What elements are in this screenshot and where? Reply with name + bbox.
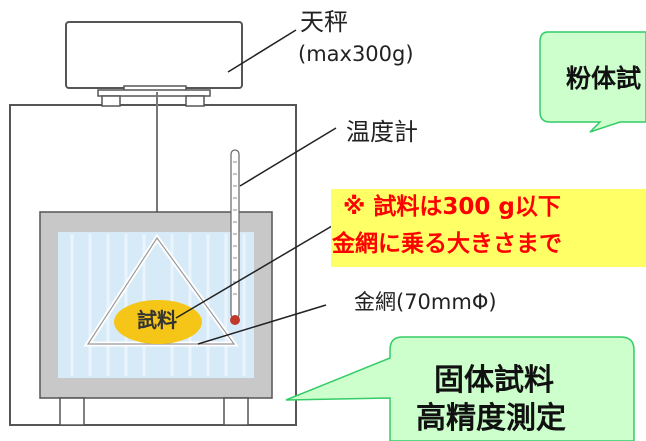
balance-label: 天秤	[300, 8, 348, 36]
vessel-foot-left	[59, 397, 85, 426]
callout-bottom-line-1: 固体試料	[434, 363, 554, 398]
balance-foot-right	[185, 95, 205, 107]
note-line-2: 金網に乗る大きさまで	[332, 231, 562, 257]
balance-capacity-label: (max300g)	[298, 42, 414, 66]
sample-label: 試料	[137, 308, 177, 332]
thermometer-leader	[239, 127, 337, 187]
callout-top-shape	[539, 31, 646, 133]
callout-top-text: 粉体試	[566, 64, 642, 93]
balance-leader	[227, 29, 297, 73]
mesh-leader	[197, 304, 327, 345]
thermometer-label: 温度計	[346, 118, 418, 146]
sample-leader	[175, 225, 333, 319]
sample-blob	[114, 300, 202, 344]
mesh-basket-outline	[86, 236, 236, 345]
wire-mesh-label: 金網(70mmΦ)	[354, 290, 497, 314]
balance-body	[65, 21, 243, 89]
note-line-1: ※ 試料は300 g以下	[343, 194, 561, 220]
thermometer-bulb	[230, 315, 240, 325]
balance-top-bar	[97, 89, 211, 97]
note-box	[331, 189, 646, 267]
callout-bottom-line-2: 高精度測定	[416, 401, 566, 436]
balance-foot-left	[101, 95, 121, 107]
callout-bottom-shape	[285, 336, 635, 441]
vessel-foot-right	[223, 397, 249, 426]
